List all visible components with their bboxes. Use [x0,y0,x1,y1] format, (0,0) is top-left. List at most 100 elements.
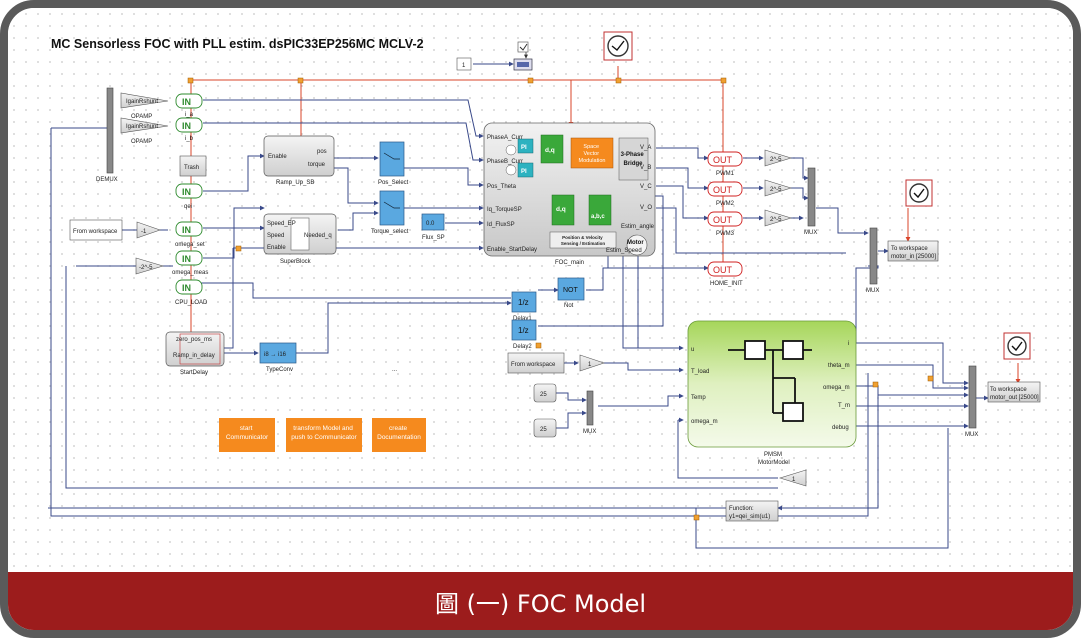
ramp-up-block[interactable]: Enable pos torque Ramp_Up_SB [263,135,335,186]
to-workspace-motor-out[interactable]: To workspace motor_out [25000] [987,381,1041,403]
delay1-block[interactable]: 1/z Delay1 [511,291,537,322]
out-port-home-init[interactable]: OUT HOME_INIT [707,261,743,287]
in-port-cpu-load[interactable]: IN CPU_LOAD [175,279,208,306]
not-block[interactable]: NOT Not [557,277,585,309]
superblock-port-speed-ep: Speed_EP [267,221,296,227]
flux-sp-const[interactable]: 0.0 Flux_SP [421,213,445,241]
in-port-omega-meas-label: omega_meas [172,270,208,276]
typeconv-label: TypeConv [266,367,293,373]
gain-pwm2-text: 2^-5 [770,187,782,193]
superblock[interactable]: Speed_EP Speed Enable Needed_q SuperBloc… [263,213,337,265]
foc-pi-2 [517,162,534,178]
function-qei-sim[interactable]: Function: y1=qei_sim(u1) [725,500,779,522]
opamp-gain-b[interactable]: IgainRshunt OPAMP [120,117,169,145]
foc-out-vc: V_C [640,184,652,190]
in-port-omega-meas[interactable]: IN omega_meas [172,250,208,276]
delay2-label: Delay2 [513,344,532,350]
start-communicator-button[interactable]: start Communicator [219,418,275,452]
checkbox-icon[interactable] [517,41,529,53]
transform-model-button[interactable]: transform Model and push to Communicator [286,418,362,452]
in-port-qei-label: qei [184,204,192,210]
gain-2-pow-neg5[interactable]: -2^-5 [135,257,165,275]
mux-motor-out[interactable]: MUX [965,365,978,438]
from-workspace-right[interactable]: From workspace [507,352,565,374]
gain-pwm1[interactable]: 2^-5 [764,149,793,167]
figure-caption: 圖 (一) FOC Model [434,589,647,618]
scope-display[interactable] [513,58,533,71]
svm-line-2: Vector [583,151,599,157]
gain-one-bottom-text: 1 [792,477,796,483]
btn3-text: create Documentation [377,425,421,441]
mux-motor-in-label: MUX [866,288,879,294]
gain-2-pow-neg5-text: -2^-5 [139,265,153,271]
foc-out-vo: V_O [640,205,652,211]
in-port-cpu-load-text: IN [182,283,191,293]
to-workspace-motor-in[interactable]: To workspace motor_in [25000] [887,240,939,262]
out-port-pwm1[interactable]: OUT PWM1 [707,151,743,177]
foc-estim-speed: Estim_Speed [606,248,642,254]
foc-motor-text: Motor [627,240,644,246]
pmsm-in-temp: Temp [691,395,706,401]
foc-pos-vel-text: Position & Velocity Sensing / Estimation [561,235,606,246]
out-port-home-init-text: OUT [713,265,733,275]
gain-one-right[interactable]: 1 [579,354,605,372]
const-25-b-text: 25 [540,427,547,433]
pmsm-in-omega: omega_m [691,419,718,425]
in-port-cpu-load-label: CPU_LOAD [175,300,208,306]
not-block-text: NOT [563,287,579,294]
to-ws-in-line2: motor_in [25000] [891,254,936,260]
delay2-block[interactable]: 1/z Delay2 [511,319,537,350]
btn1-line2: Communicator [226,434,269,441]
in-port-ib-label: i_b [185,136,194,142]
torque-select-switch[interactable]: Torque_select [371,190,409,235]
in-port-ib[interactable]: IN i_b [175,117,203,142]
gain-one-right-text: 1 [588,362,592,368]
out-port-pwm3[interactable]: OUT PWM3 [707,211,743,237]
in-port-omega-set[interactable]: IN omega_set [175,221,205,248]
foc-main-block[interactable]: PhaseA_Curr PhaseB_Curr Pos_Theta Iq_Tor… [483,122,656,266]
not-block-label: Not [564,303,574,309]
pmsm-motor-model[interactable]: u T_load Temp omega_m i theta_m omega_m … [687,320,857,466]
create-documentation-button[interactable]: create Documentation [372,418,426,452]
clock-icon-motor-out[interactable] [1003,332,1031,360]
block-diagram: MC Sensorless FOC with PLL estim. dsPIC3… [48,31,1041,549]
typeconv-block[interactable]: i8 → i16 TypeConv [259,342,297,373]
in-port-qei[interactable]: IN qei [175,183,203,210]
foc-pos-vel [549,231,617,249]
const-one[interactable]: 1 [456,57,472,71]
from-workspace-left[interactable]: From workspace [69,219,123,241]
out-port-pwm1-text: OUT [713,155,733,165]
in-port-omega-set-label: omega_set [175,242,205,248]
gain-pwm2[interactable]: 2^-5 [764,179,793,197]
gain-pwm3[interactable]: 2^-5 [764,209,793,227]
btn2-line2: push to Communicator [291,434,357,441]
mux-temp[interactable]: MUX [583,390,596,435]
trash-label: Trash [184,165,199,171]
out-port-pwm2[interactable]: OUT PWM2 [707,181,743,207]
diagram-title: MC Sensorless FOC with PLL estim. dsPIC3… [51,37,424,51]
pmsm-out-theta: theta_m [828,363,850,369]
opamp-gain-a[interactable]: IgainRshunt OPAMP [120,92,169,120]
trash-block[interactable]: Trash [179,155,207,177]
foc-bridge [618,137,649,181]
pmsm-circuit-icon [728,340,812,422]
gain-neg1[interactable]: -1 [136,221,161,239]
foc-in-enable: Enable_StartDelay [487,247,537,253]
signal-wires [48,52,1021,549]
clock-icon-motor-in[interactable] [905,179,933,207]
function-line1: Function: [729,506,754,512]
clock-icon-top[interactable] [603,31,633,61]
in-port-ib-text: IN [182,121,191,131]
pos-select-switch[interactable]: Pos_Select [378,141,409,186]
foc-abc [588,194,612,226]
gain-one-bottom[interactable]: 1 [778,469,807,487]
const-25-b[interactable]: 25 [533,418,557,438]
pmsm-in-tload: T_load [691,369,709,375]
mux-pwm[interactable]: MUX [804,167,817,236]
demux-block[interactable]: DEMUX [96,87,118,183]
in-port-ia[interactable]: IN i_a [175,93,203,118]
mux-motor-in[interactable]: MUX [866,227,879,294]
const-25-a[interactable]: 25 [533,383,557,403]
start-delay-block[interactable]: zero_pos_ms Ramp_in_delay StartDelay [165,331,225,376]
